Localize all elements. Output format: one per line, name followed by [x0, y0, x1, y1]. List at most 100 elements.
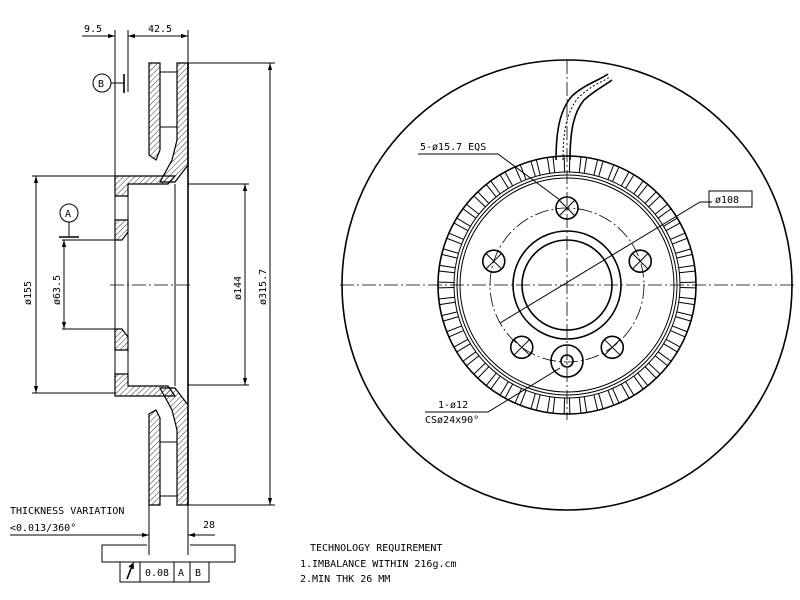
tone-ring-tooth: [672, 237, 688, 245]
bolt-hole-center-mark: [513, 338, 531, 356]
tone-ring-tooth: [504, 171, 514, 187]
tone-ring-tooth: [607, 390, 615, 406]
tone-ring-tooth: [670, 330, 686, 338]
tone-ring-tooth: [448, 330, 464, 338]
tone-ring-tooth: [552, 397, 556, 414]
tone-ring-tooth: [438, 296, 455, 300]
tone-ring-tooth: [644, 366, 657, 379]
tone-ring-tooth: [583, 396, 588, 413]
tone-ring-tooth: [637, 184, 649, 198]
tone-ring-tooth: [499, 381, 509, 396]
tone-ring-tooth: [665, 222, 681, 232]
tone-ring-tooth: [620, 383, 630, 399]
outer-plate-top: [148, 62, 161, 161]
hole-note-2: CSø24x90°: [425, 415, 479, 426]
tone-ring-tooth: [657, 208, 672, 219]
tone-ring-tooth: [657, 351, 672, 362]
tone-ring-tooth: [438, 270, 455, 274]
tone-ring-tooth: [598, 393, 604, 409]
tone-ring-tooth: [439, 301, 456, 306]
tone-ring-tooth: [665, 338, 681, 348]
tone-ring-tooth: [546, 157, 551, 174]
tone-ring-tooth: [633, 180, 644, 195]
tone-ring-tooth: [663, 343, 678, 353]
hole-note-1: 1-ø12: [438, 400, 468, 411]
pcd-box: [708, 190, 753, 208]
bolt-hole: [481, 249, 506, 274]
tone-ring-tooth: [446, 237, 462, 245]
tone-ring-tooth: [504, 383, 514, 399]
tone-ring-tooth: [578, 156, 582, 173]
tone-ring-tooth: [443, 316, 459, 322]
requirement-item: 2.MIN THK 26 MM: [300, 574, 390, 585]
tone-ring-tooth: [453, 338, 469, 348]
frame-datum-b: B: [195, 568, 201, 579]
side-section-view: 9.5 42.5 B A ø155 ø63.5 ø144 ø315.7: [23, 24, 275, 506]
hub-top: [114, 219, 129, 241]
thickness-variation-value: <0.013/360°: [10, 523, 76, 534]
tone-ring-tooth: [477, 366, 490, 379]
tone-ring-tooth: [462, 351, 477, 362]
tone-ring-tooth: [648, 195, 661, 208]
tone-ring-tooth: [670, 232, 686, 240]
tone-ring-tooth: [466, 203, 480, 215]
tone-ring-tooth: [598, 161, 604, 177]
tone-ring-tooth: [514, 388, 522, 404]
thickness-variation-title: THICKNESS VARIATION: [10, 506, 124, 517]
dim-thickness: 28: [203, 520, 215, 531]
tone-ring-tooth: [654, 203, 668, 215]
frame-datum-a: A: [178, 568, 184, 579]
tone-ring-tooth: [607, 164, 615, 180]
tone-ring-tooth: [583, 157, 588, 174]
tone-ring-tooth: [678, 264, 695, 269]
tone-ring-tooth: [675, 248, 691, 254]
tone-ring-tooth: [625, 174, 635, 189]
tone-ring-tooth: [678, 301, 695, 306]
hat-top: [114, 175, 177, 197]
tone-ring-tooth: [530, 393, 536, 409]
datum-b-label: B: [98, 79, 104, 90]
inner-plate-top: [158, 62, 189, 183]
technology-requirements: TECHNOLOGY REQUIREMENT 1.IMBALANCE WITHI…: [300, 543, 457, 585]
tone-ring-tooth: [453, 222, 469, 232]
dim-height: 42.5: [148, 24, 172, 35]
tone-ring-tooth: [679, 296, 696, 300]
tone-ring-tooth: [535, 394, 541, 411]
hub-bottom: [114, 328, 129, 351]
bolt-hole: [509, 335, 534, 360]
tone-ring-tooth: [535, 159, 541, 176]
tone-ring-tooth: [633, 375, 644, 390]
tone-ring-tooth: [456, 217, 471, 227]
tone-ring-tooth: [625, 381, 635, 396]
tone-ring-tooth: [578, 397, 582, 414]
tone-ring-tooth: [448, 232, 464, 240]
tone-ring-tooth: [490, 180, 501, 195]
outer-plate-bottom: [148, 409, 161, 506]
dim-d63-5: ø63.5: [52, 275, 63, 305]
runout-arrow-icon: [126, 562, 134, 580]
tone-ring-tooth: [499, 174, 509, 189]
bolt-holes-note: 5-ø15.7 EQS: [420, 142, 486, 153]
tone-ring-tooth: [441, 311, 458, 317]
dim-d315-7: ø315.7: [258, 269, 269, 305]
tone-ring-tooth: [490, 375, 501, 390]
tone-ring-tooth: [462, 208, 477, 219]
tone-ring-tooth: [663, 217, 678, 227]
tone-ring-tooth: [593, 394, 599, 411]
tone-ring-tooth: [443, 248, 459, 254]
bolt-hole: [628, 249, 653, 274]
front-view: 5-ø15.7 EQS ø108 1-ø12 CSø24x90°: [340, 59, 795, 511]
tone-ring-tooth: [654, 355, 668, 367]
tone-ring-tooth: [675, 316, 691, 322]
tone-ring-tooth: [446, 325, 462, 333]
tone-ring-tooth: [676, 311, 693, 317]
tone-ring-tooth: [552, 156, 556, 173]
tone-ring-tooth: [466, 355, 480, 367]
tone-ring-tooth: [441, 253, 458, 259]
tone-ring-tooth: [648, 362, 661, 375]
tone-ring-tooth: [546, 396, 551, 413]
datum-a-label: A: [65, 209, 71, 220]
tone-ring-tooth: [473, 362, 486, 375]
hat-bottom: [114, 373, 177, 397]
